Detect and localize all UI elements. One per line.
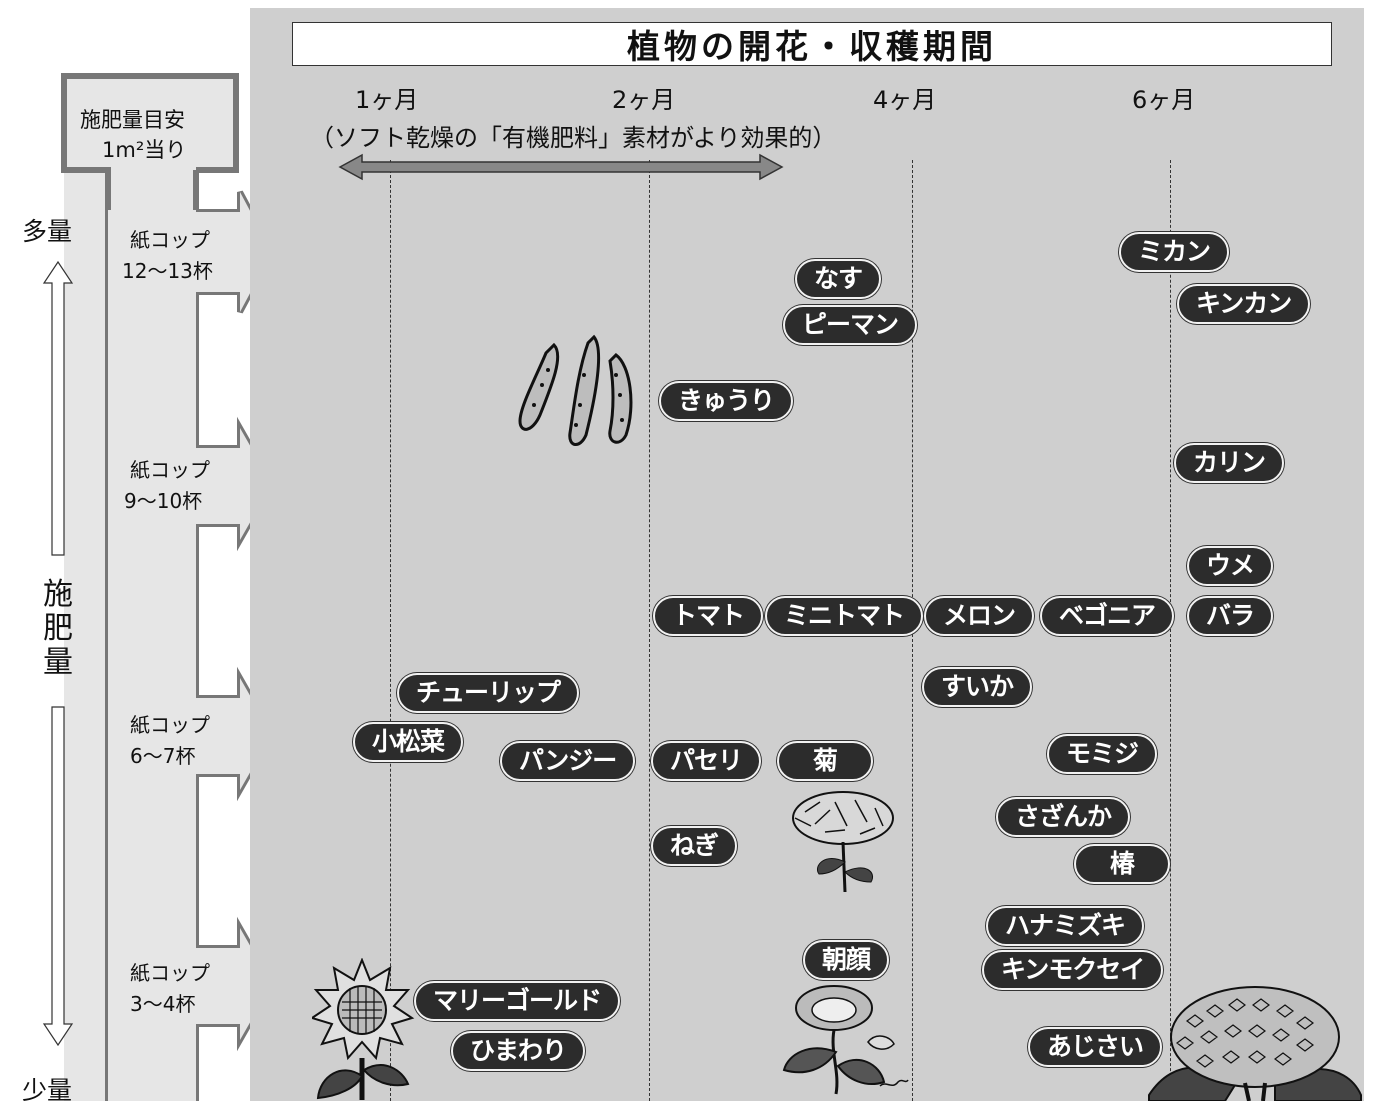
header-line2: 1m²当り <box>102 135 186 165</box>
plant-tsubaki: 椿 <box>1074 844 1170 884</box>
plant-kiku: 菊 <box>777 741 873 781</box>
plant-nasu: なす <box>795 259 881 299</box>
gridline-6 <box>1170 160 1171 1101</box>
cucumber-icon <box>512 325 647 450</box>
plant-bara: バラ <box>1187 596 1273 636</box>
plant-negi: ねぎ <box>651 826 737 866</box>
plant-mini-tomato: ミニトマト <box>765 596 923 636</box>
plant-karin: カリン <box>1174 443 1284 483</box>
gridline-2 <box>649 160 650 1101</box>
plant-pansy: パンジー <box>500 741 635 781</box>
cup-label-1a: 紙コップ <box>130 225 210 255</box>
cup-label-4b: 3～4杯 <box>130 989 195 1019</box>
plant-kinmokusei: キンモクセイ <box>982 950 1163 990</box>
cup-label-2b: 9～10杯 <box>124 486 202 516</box>
plant-kinkan: キンカン <box>1177 284 1310 324</box>
axis-top-label: 多量 <box>22 212 72 248</box>
cup-label-3b: 6～7杯 <box>130 741 195 771</box>
header-line1: 施肥量目安 <box>80 105 185 135</box>
plant-begonia: ベゴニア <box>1040 596 1174 636</box>
month-label-1: 1ヶ月 <box>355 80 418 115</box>
cup-label-3a: 紙コップ <box>130 710 210 740</box>
double-arrow-icon <box>330 152 790 182</box>
plant-paseri: パセリ <box>651 741 761 781</box>
cup-label-2a: 紙コップ <box>130 455 210 485</box>
month-label-6: 6ヶ月 <box>1132 80 1195 115</box>
plant-melon: メロン <box>924 596 1034 636</box>
plant-kyuuri: きゅうり <box>659 381 793 421</box>
plant-piiman: ピーマン <box>783 305 917 345</box>
plant-ume: ウメ <box>1187 546 1273 586</box>
plant-asagao: 朝顔 <box>803 940 889 980</box>
note-text: （ソフト乾燥の「有機肥料」素材がより効果的） <box>310 118 836 153</box>
plant-himawari: ひまわり <box>451 1031 585 1071</box>
plant-tomato: トマト <box>653 596 763 636</box>
month-label-2: 2ヶ月 <box>612 80 675 115</box>
plant-hanamizuki: ハナミズキ <box>986 906 1144 946</box>
morning-glory-icon <box>780 982 910 1097</box>
plant-mikan: ミカン <box>1119 232 1229 272</box>
dosage-bar <box>0 0 250 1101</box>
hydrangea-icon <box>1145 975 1365 1101</box>
plant-ajisai: あじさい <box>1028 1027 1162 1067</box>
sunflower-icon <box>312 958 416 1100</box>
axis-bottom-label: 少量 <box>22 1071 72 1107</box>
cup-label-4a: 紙コップ <box>130 958 210 988</box>
plant-sazanka: さざんか <box>996 797 1130 837</box>
plant-momiji: モミジ <box>1047 734 1157 774</box>
chrysanthemum-icon <box>775 782 915 894</box>
month-label-4: 4ヶ月 <box>873 80 936 115</box>
chart-title: 植物の開花・収穫期間 <box>292 22 1332 66</box>
plant-marigold: マリーゴールド <box>414 981 620 1021</box>
plant-suika: すいか <box>922 667 1032 707</box>
axis-middle-label: 施肥量 <box>38 578 78 680</box>
plant-tulip: チューリップ <box>397 673 579 713</box>
plant-komatsuna: 小松菜 <box>353 722 463 762</box>
cup-label-1b: 12～13杯 <box>122 256 213 286</box>
